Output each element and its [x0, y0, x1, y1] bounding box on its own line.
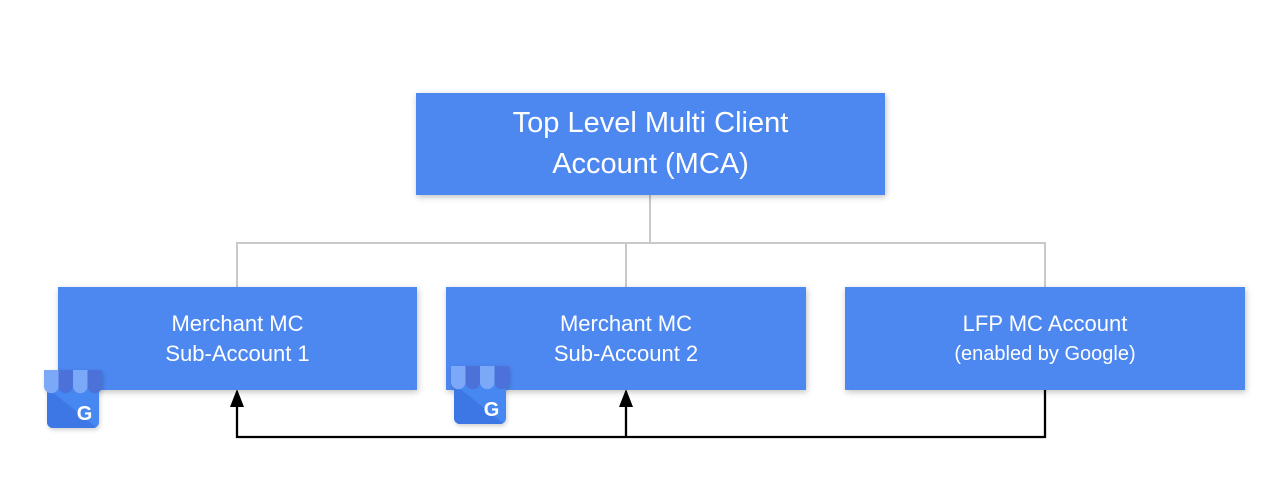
node-label-line1: Merchant MC	[171, 310, 304, 336]
node-label-line1: Top Level Multi Client	[512, 107, 789, 139]
node-lfp-mc-account: LFP MC Account (enabled by Google)	[845, 287, 1245, 390]
feed-arrow-lines	[235, 390, 1047, 439]
node-label-line2: Account (MCA)	[552, 148, 749, 180]
node-merchant-sub-account-1: Merchant MC Sub-Account 1	[58, 287, 417, 390]
node-top-level-mca: Top Level Multi Client Account (MCA)	[416, 93, 885, 195]
arrowhead-to-sub-account-1	[230, 389, 244, 407]
node-label-line2: Sub-Account 2	[553, 340, 699, 366]
google-business-profile-icon	[40, 366, 106, 432]
node-label-line2: Sub-Account 1	[165, 340, 310, 366]
google-business-profile-icon	[447, 362, 513, 428]
node-label-line2: (enabled by Google)	[954, 342, 1136, 365]
node-label-line1: Merchant MC	[559, 310, 693, 336]
tree-connector-lines	[236, 195, 1046, 287]
arrowhead-to-sub-account-2	[619, 389, 633, 407]
node-label-line1: LFP MC Account	[962, 310, 1128, 336]
